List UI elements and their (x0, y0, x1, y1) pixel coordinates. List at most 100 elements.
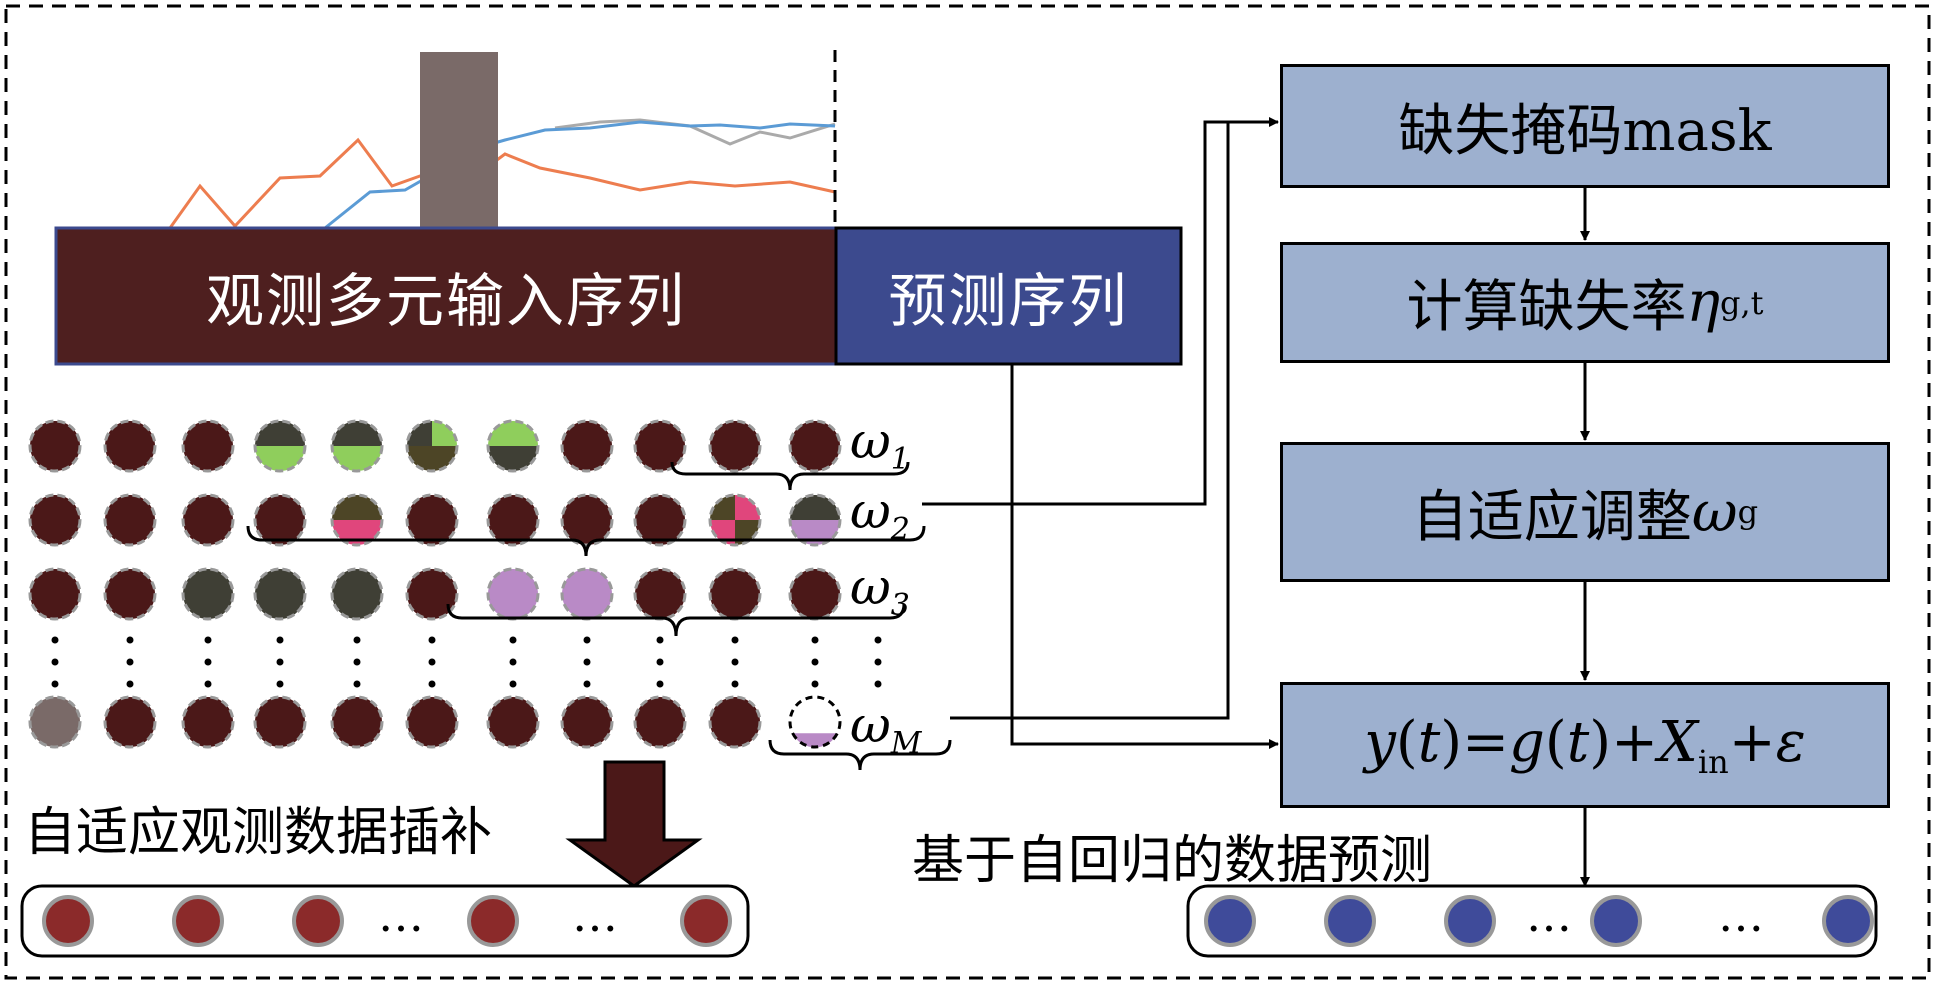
dot-r2-c11 (788, 493, 842, 547)
eq-x: X (1658, 709, 1698, 775)
dot-r1-c4 (253, 419, 307, 473)
dot-r4-c3 (181, 695, 235, 749)
dot-r4-c9 (633, 695, 687, 749)
predicted-dot-1 (1204, 895, 1256, 947)
predicted-dot-4 (1590, 895, 1642, 947)
dot-r3-c2 (103, 567, 157, 621)
dot-r2-c6 (405, 493, 459, 547)
dot-r1-c7 (486, 419, 540, 473)
dot-r4-c6 (405, 695, 459, 749)
vertical-ellipsis-11 (811, 636, 819, 688)
dot-r2-c10 (708, 493, 762, 547)
vertical-ellipsis-2 (126, 636, 134, 688)
predicted-bar (834, 226, 1183, 366)
vertical-ellipsis-8 (583, 636, 591, 688)
vertical-ellipsis-4 (276, 636, 284, 688)
dot-r3-c8 (560, 567, 614, 621)
eq-g: g (1509, 709, 1545, 775)
imputed-dot-5 (680, 895, 732, 947)
dot-r4-c2 (103, 695, 157, 749)
dot-r2-c2 (103, 493, 157, 547)
dot-r2-c3 (181, 493, 235, 547)
predicted-dot-2 (1324, 895, 1376, 947)
eq-x-sub: in (1697, 742, 1729, 781)
series-blue (324, 120, 836, 230)
brace-omega2 (246, 525, 926, 557)
dot-r2-c7 (486, 493, 540, 547)
dot-r3-c5 (330, 567, 384, 621)
adjust-weight-subscript: g (1737, 493, 1759, 531)
missing-rate-subscript: g,t (1720, 283, 1764, 322)
imputed-dot-2 (172, 895, 224, 947)
imputation-caption: 自适应观测数据插补 (24, 803, 493, 863)
dot-r3-c4 (253, 567, 307, 621)
dot-r1-c3 (181, 419, 235, 473)
observed-bar (54, 226, 838, 366)
series-orange (168, 137, 836, 229)
dot-r4-c5 (330, 695, 384, 749)
adjust-weight-symbol: ω (1691, 479, 1738, 545)
dot-r4-c10 (708, 695, 762, 749)
dot-r1-c2 (103, 419, 157, 473)
output-dots (42, 895, 1874, 947)
omega-M-label: ωM (850, 696, 922, 761)
series-gray (554, 118, 836, 146)
dot-r3-c9 (633, 567, 687, 621)
dot-r1-c1 (28, 419, 82, 473)
imputed-ellipsis-1: … (378, 888, 424, 942)
dot-r3-c6 (405, 567, 459, 621)
dot-r4-c4 (253, 695, 307, 749)
missing-rate-symbol: η (1686, 270, 1721, 335)
dot-r4-c11 (788, 695, 842, 749)
missing-block (420, 52, 498, 230)
predicted-sequence-label: 预测序列 (888, 267, 1129, 335)
dot-r2-c4 (253, 493, 307, 547)
dot-r1-c6 (405, 419, 459, 473)
vertical-ellipsis-columns (51, 636, 882, 688)
eq-epsilon: ε (1775, 709, 1806, 775)
eq-y: y (1364, 709, 1396, 775)
vertical-ellipsis-9 (656, 636, 664, 688)
mask-box: 缺失掩码mask (1280, 64, 1890, 188)
autoregression-model-box: y(t)=g(t)+Xin+ε (1280, 682, 1890, 808)
dot-r2-c9 (633, 493, 687, 547)
outer-frame (4, 4, 1931, 980)
omegaM-to-mask-connector (950, 122, 1230, 720)
timeseries-thumbnail (168, 50, 837, 230)
dot-r4-c8 (560, 695, 614, 749)
dot-r2-c8 (560, 493, 614, 547)
dot-r3-c1 (28, 567, 82, 621)
dot-r2-c1 (28, 493, 82, 547)
prediction-to-model-connector (1010, 364, 1279, 749)
omega-1-label: ω1 (850, 412, 910, 477)
dot-r1-c11 (788, 419, 842, 473)
brace-omegaM (768, 739, 952, 771)
vertical-ellipsis-5 (353, 636, 361, 688)
vertical-ellipsis-12 (874, 636, 882, 688)
eq-t1: t (1417, 709, 1441, 775)
brace-omega1 (670, 461, 910, 491)
dot-r3-c10 (708, 567, 762, 621)
omega2-to-mask-connector (922, 117, 1279, 506)
dot-r1-c5 (330, 419, 384, 473)
imputation-down-arrow (565, 760, 703, 888)
vertical-ellipsis-3 (204, 636, 212, 688)
eq-t2: t (1566, 709, 1590, 775)
vertical-ellipsis-1 (51, 636, 59, 688)
predicted-ellipsis-2: … (1718, 888, 1764, 942)
imputed-dot-1 (42, 895, 94, 947)
vertical-ellipsis-10 (731, 636, 739, 688)
missing-rate-label: 计算缺失率 (1406, 275, 1687, 340)
dot-r4-c7 (486, 695, 540, 749)
model-equation: y(t)=g(t)+Xin+ε (1364, 709, 1806, 781)
dot-r3-c7 (486, 567, 540, 621)
dot-r1-c10 (708, 419, 762, 473)
vertical-ellipsis-6 (428, 636, 436, 688)
dot-r1-c8 (560, 419, 614, 473)
observed-sequence-label: 观测多元输入序列 (205, 267, 686, 335)
dot-r3-c3 (181, 567, 235, 621)
imputed-ellipsis-2: … (572, 888, 618, 942)
